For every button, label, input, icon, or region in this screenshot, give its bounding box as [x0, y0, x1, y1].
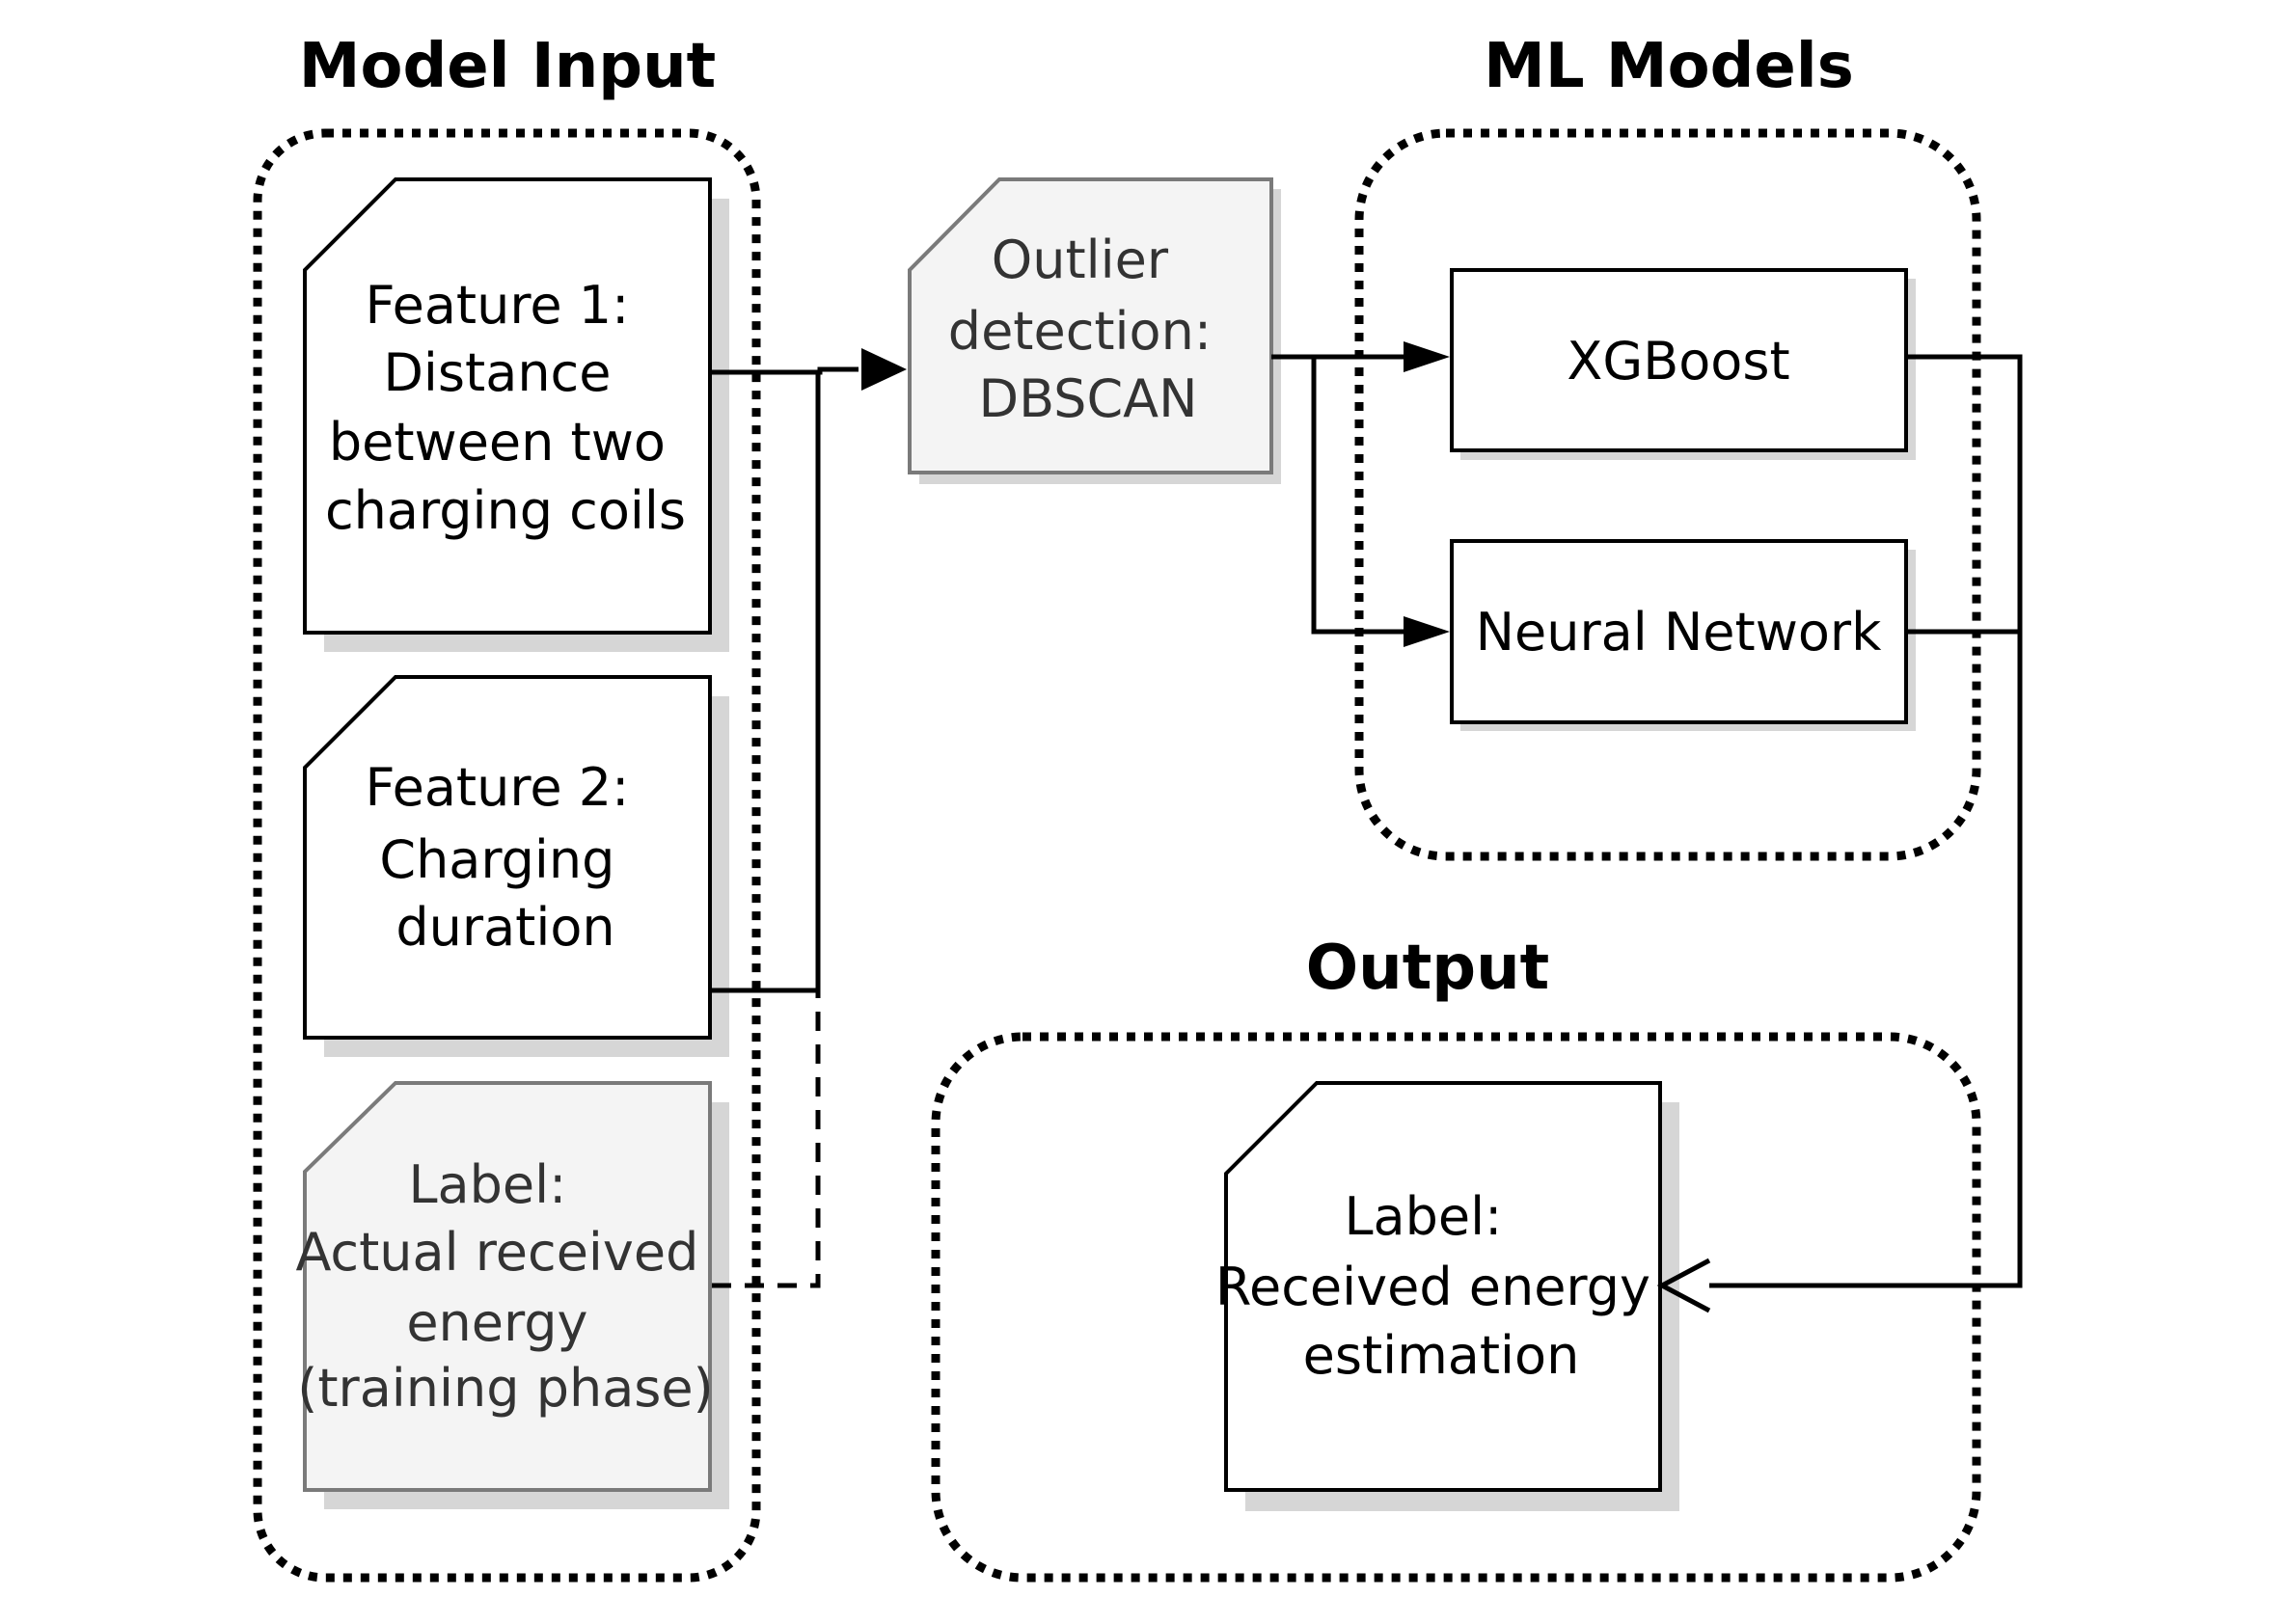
model-input-group [253, 128, 761, 1583]
feature2-node: Feature 2: Charging duration [303, 675, 729, 1057]
label-input-line: (training phase) [297, 1358, 713, 1419]
edge-label-trunk [712, 990, 821, 1288]
svg-text:Feature 2: Charging: Feature 2: Charging duration [366, 757, 646, 958]
feature1-node: Feature 1: Distance between two charging… [303, 177, 729, 652]
svg-text:Label: Received energy: Label: Received energy estimation [1215, 1186, 1667, 1386]
edge-outlier-xgboost-arrowhead [1404, 341, 1450, 372]
edge-xgboost-output [1709, 354, 2023, 1288]
feature2-line: Charging [379, 829, 614, 890]
edge-feature1-outlier-arrowhead [861, 348, 907, 391]
neural-network-node: Neural Network [1450, 539, 1916, 731]
feature1-line: Feature 1: [366, 275, 630, 336]
feature2-line: duration [395, 897, 614, 958]
xgboost-label: XGBoost [1567, 331, 1789, 392]
outlier-detection-node: Outlier detection: DBSCAN [908, 177, 1281, 484]
svg-text:Feature 1: Distance: Feature 1: Distance between two charging… [325, 275, 686, 541]
xgboost-node: XGBoost [1450, 268, 1916, 460]
model-input-title: Model Input [299, 31, 716, 102]
label-input-line: Actual received [295, 1222, 698, 1283]
label-input-node: Label: Actual received energy (training … [295, 1081, 729, 1509]
connectors [710, 341, 2023, 1313]
feature1-line: between two [329, 412, 666, 473]
edge-output-arrowhead [1656, 1258, 1711, 1313]
svg-text:Label: Actual received: Label: Actual received energy (training … [295, 1154, 715, 1419]
output-title: Output [1306, 933, 1550, 1004]
edge-outlier-nn-arrowhead [1404, 616, 1450, 647]
label-output-line: Received energy [1215, 1257, 1650, 1317]
outlier-line: DBSCAN [979, 368, 1198, 429]
outlier-line: Outlier [992, 230, 1169, 290]
neural-network-label: Neural Network [1476, 602, 1882, 663]
feature2-line: Feature 2: [366, 757, 630, 818]
outlier-line: detection: [948, 301, 1212, 362]
ml-models-group [1354, 128, 1981, 861]
edge-outlier-nn [1311, 357, 1406, 635]
feature1-line: Distance [383, 342, 611, 403]
feature1-line: charging coils [325, 480, 686, 541]
ml-models-title: ML Models [1484, 31, 1854, 102]
label-output-line: Label: [1344, 1186, 1502, 1247]
label-output-line: estimation [1303, 1325, 1580, 1386]
output-group [931, 1032, 1981, 1583]
label-output-node: Label: Received energy estimation [1215, 1081, 1679, 1511]
label-input-line: Label: [408, 1154, 566, 1215]
label-input-line: energy [406, 1292, 587, 1353]
svg-text:Outlier detection:: Outlier detection: DBSCAN [948, 230, 1228, 429]
edge-feature1-outlier [710, 366, 859, 375]
